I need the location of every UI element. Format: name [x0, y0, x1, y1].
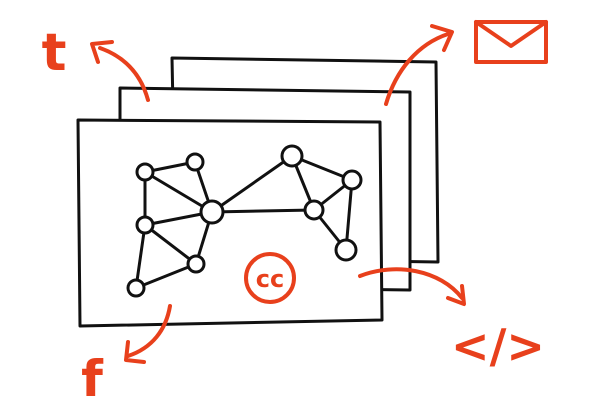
graph-node [334, 238, 358, 262]
twitter-icon[interactable]: t [42, 23, 67, 83]
facebook-icon[interactable]: f [81, 350, 104, 408]
twitter-share[interactable]: t [42, 23, 150, 102]
graph-node [303, 199, 325, 221]
network-graph [126, 144, 363, 298]
envelope-icon[interactable] [474, 20, 548, 64]
graph-node [135, 215, 155, 235]
graph-node [280, 144, 304, 168]
graph-node [135, 162, 155, 182]
graph-node [186, 254, 206, 274]
email-share[interactable] [384, 20, 548, 106]
embed-code-icon[interactable]: </> [451, 319, 545, 373]
graph-nodes [126, 144, 363, 298]
facebook-share[interactable]: f [81, 304, 172, 408]
card-front [76, 118, 384, 328]
creative-commons-icon: cc [244, 252, 296, 304]
graph-node [341, 169, 363, 191]
cc-label: cc [256, 265, 284, 293]
graph-node [185, 152, 205, 172]
graph-node [126, 278, 146, 298]
graph-node-hub [199, 199, 225, 225]
embed-share[interactable]: </> [358, 267, 545, 373]
